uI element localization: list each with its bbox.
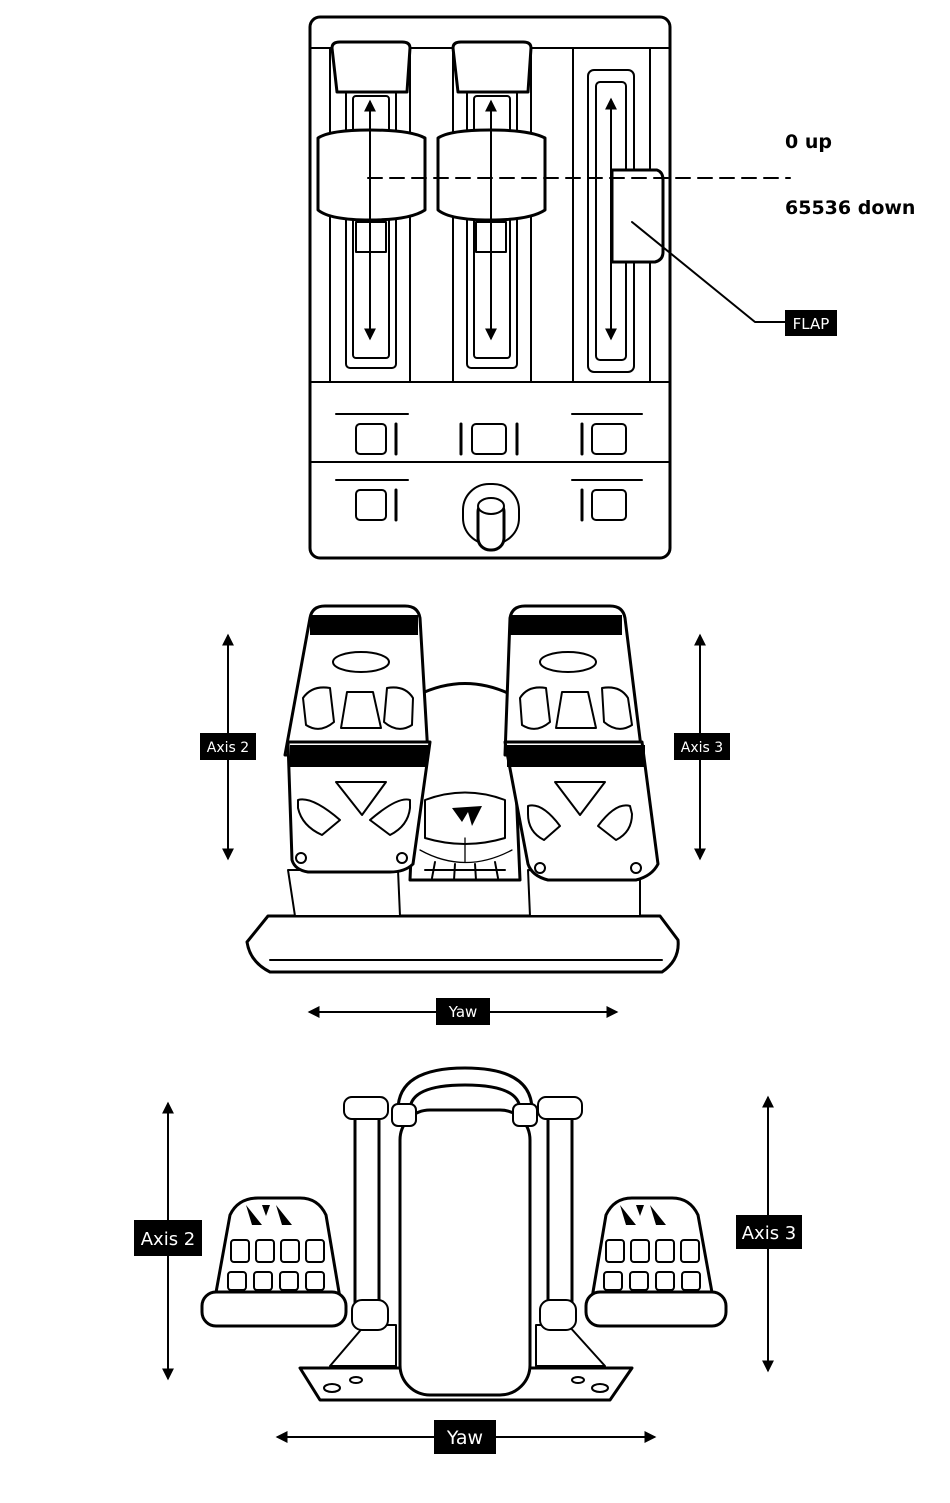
svg-text:FLAP: FLAP	[793, 315, 830, 333]
svg-text:Axis 2: Axis 2	[207, 740, 249, 756]
rudder-pedals-side-view: Axis 2 Axis 3 Yaw	[134, 1068, 802, 1454]
toggle-knob	[463, 484, 519, 550]
axis-2-label-front: Axis 2	[200, 733, 256, 760]
throttle-lever-middle	[438, 42, 545, 368]
axis-3-label-side: Axis 3	[736, 1215, 802, 1249]
axis-2-label-side: Axis 2	[134, 1220, 202, 1256]
flap-up-text: 0 up	[785, 131, 832, 153]
yaw-label-front: Yaw	[436, 998, 490, 1025]
left-side-pedal	[202, 1198, 346, 1326]
svg-text:Yaw: Yaw	[446, 1427, 483, 1449]
rudder-pedals-front-view: Axis 2 Axis 3 Yaw	[200, 606, 730, 1025]
svg-text:Yaw: Yaw	[448, 1003, 478, 1021]
svg-text:Axis 2: Axis 2	[141, 1229, 196, 1250]
right-pedal	[505, 606, 658, 880]
axis-3-label-front: Axis 3	[674, 733, 730, 760]
flap-down-text: 65536 down	[785, 197, 915, 219]
flap-label: FLAP	[785, 310, 837, 336]
svg-text:Axis 3: Axis 3	[681, 740, 723, 756]
left-pedal	[285, 606, 430, 872]
throttle-lever-left	[318, 42, 425, 368]
yaw-label-side: Yaw	[434, 1420, 496, 1454]
flap-lever	[588, 70, 663, 372]
switch-row-top	[336, 414, 642, 454]
right-side-pedal	[586, 1198, 726, 1326]
throttle-quadrant: 0 up 65536 down FLAP	[310, 17, 915, 558]
svg-text:Axis 3: Axis 3	[742, 1223, 797, 1244]
